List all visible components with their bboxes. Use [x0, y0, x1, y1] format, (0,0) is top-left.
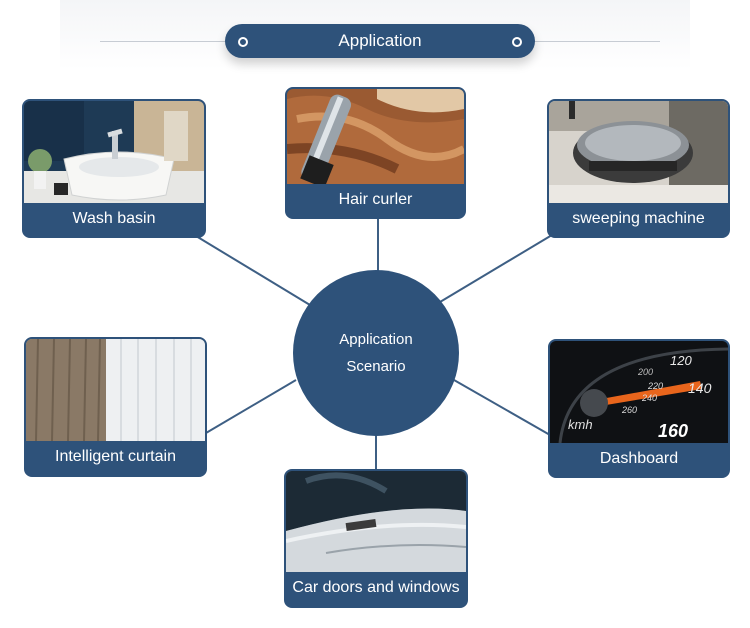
hub-circle: Application Scenario	[293, 270, 459, 436]
connector-dashboard	[453, 379, 551, 436]
title-pill: Application	[225, 24, 535, 58]
header-line-right	[530, 41, 660, 42]
label-dashboard: Dashboard	[599, 449, 679, 467]
curtain-photo	[26, 339, 205, 441]
tick-260: 260	[621, 405, 637, 415]
card-car-doors[interactable]: Car doors and windows	[284, 469, 468, 608]
hub-line-1: Application	[339, 331, 413, 348]
tick-200: 200	[637, 367, 653, 377]
robot-vacuum-photo	[549, 101, 728, 203]
card-sweeping-machine[interactable]: sweeping machine	[547, 99, 730, 238]
tick-220: 220	[647, 381, 663, 391]
car-window-photo	[286, 471, 466, 572]
connector-wash-basin	[195, 235, 311, 306]
tick-140: 140	[688, 380, 712, 396]
connector-curtain	[205, 379, 297, 434]
speedometer-photo: 120 140 160 220 240 260 200 kmh	[550, 341, 728, 443]
header-line-left	[100, 41, 230, 42]
wash-basin-photo	[24, 101, 204, 203]
hair-curler-photo	[287, 89, 464, 184]
tick-160: 160	[658, 421, 688, 441]
label-intelligent-curtain: Intelligent curtain	[55, 448, 176, 465]
label-hair-curler: Hair curler	[338, 190, 413, 208]
header-title: Application	[338, 31, 422, 50]
label-wash-basin: Wash basin	[72, 209, 156, 227]
tick-120: 120	[670, 353, 692, 368]
unit-kmh: kmh	[568, 417, 593, 432]
card-wash-basin[interactable]: Wash basin	[22, 99, 206, 238]
pill-left-dot	[238, 37, 248, 47]
pill-right-dot	[512, 37, 522, 47]
card-hair-curler[interactable]: Hair curler	[285, 87, 466, 219]
label-sweeping-machine: sweeping machine	[572, 209, 705, 227]
label-car-doors: Car doors and windows	[292, 579, 460, 596]
card-dashboard[interactable]: 120 140 160 220 240 260 200 kmh Dashboar…	[548, 339, 730, 478]
hub-line-2: Scenario	[346, 358, 406, 375]
card-intelligent-curtain[interactable]: Intelligent curtain	[24, 337, 207, 477]
connector-sweeping-machine	[439, 234, 553, 303]
tick-240: 240	[641, 393, 657, 403]
